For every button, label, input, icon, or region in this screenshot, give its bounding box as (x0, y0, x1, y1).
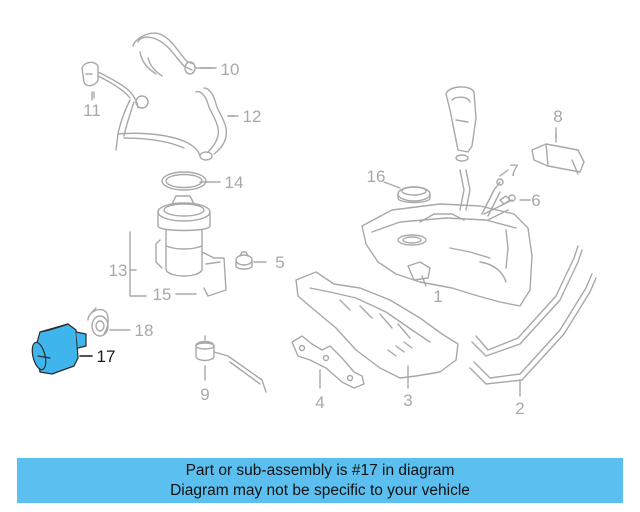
part-12-filler-hose (195, 87, 235, 161)
callout-13: 13 (109, 261, 128, 280)
part-17-fuel-filter (31, 323, 87, 375)
part-13-fuel-pump (155, 195, 227, 297)
part-10-vent-hose (132, 32, 213, 77)
callout-8: 8 (553, 107, 562, 126)
part-14-seal-ring (161, 171, 207, 191)
callout-11: 11 (83, 101, 101, 120)
leader-lines (93, 67, 557, 397)
part-11-breather-lines (81, 61, 201, 157)
part-5-nut (235, 251, 253, 270)
part-4-bracket (291, 335, 365, 389)
callout-5: 5 (275, 253, 284, 272)
caption-line-2: Diagram may not be specific to your vehi… (170, 482, 470, 499)
part-2-straps (469, 245, 597, 385)
callout-4: 4 (315, 393, 324, 412)
part-9-regulator-line (195, 335, 267, 393)
callout-15: 15 (153, 285, 172, 304)
callout-3: 3 (403, 391, 412, 410)
callout-14: 14 (225, 173, 244, 192)
part-18-bracket (87, 307, 109, 337)
callout-16: 16 (367, 167, 386, 186)
callout-12: 12 (243, 107, 262, 126)
caption-banner: Part or sub-assembly is #17 in diagram D… (17, 458, 623, 503)
callout-6: 6 (531, 191, 540, 210)
part-8-module (531, 133, 585, 175)
callout-18: 18 (135, 321, 154, 340)
caption-line-1: Part or sub-assembly is #17 in diagram (185, 462, 455, 479)
part-3-heat-shield (295, 271, 459, 379)
part-1-fuel-tank (361, 86, 533, 307)
callout-2: 2 (515, 399, 524, 418)
callout-17: 17 (97, 347, 116, 366)
part-16-lock-ring (397, 186, 431, 204)
callout-10: 10 (221, 60, 240, 79)
parts-diagram: 10 11 12 14 5 13 15 18 17 9 4 3 1 2 6 7 … (31, 32, 597, 418)
callout-1: 1 (433, 287, 442, 306)
callout-7: 7 (509, 161, 518, 180)
callout-9: 9 (200, 385, 209, 404)
part-7-line (481, 178, 504, 217)
